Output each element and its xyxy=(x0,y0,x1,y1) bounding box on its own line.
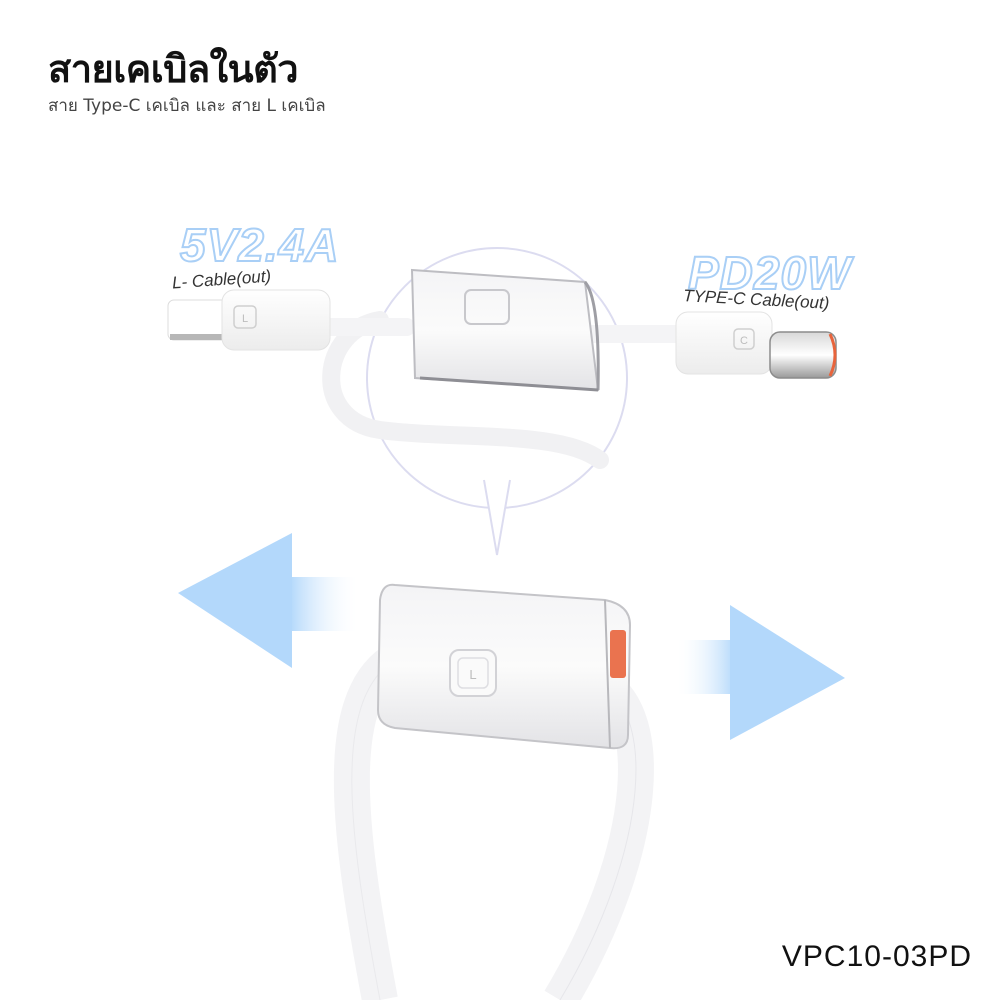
typec-spec-label: PD20W xyxy=(687,246,852,300)
arrow-left-icon xyxy=(178,533,360,668)
arrow-right-icon xyxy=(675,605,845,740)
usb-c-plug: C xyxy=(675,311,837,379)
model-number: VPC10-03PD xyxy=(781,940,972,973)
cable-holder-main: L xyxy=(376,583,632,750)
callout-bubble-icon xyxy=(366,247,628,556)
cable-holder-closeup xyxy=(410,268,600,392)
page-title: สายเคเบิลในตัว xyxy=(48,47,299,91)
svg-text:L: L xyxy=(242,313,248,325)
page-subtitle: สาย Type-C เคเบิล และ สาย L เคเบิล xyxy=(48,96,326,116)
lightning-spec-label: 5V2.4A xyxy=(179,218,340,272)
svg-text:L: L xyxy=(469,667,476,682)
svg-text:C: C xyxy=(740,335,748,347)
lightning-plug: L xyxy=(167,289,331,351)
